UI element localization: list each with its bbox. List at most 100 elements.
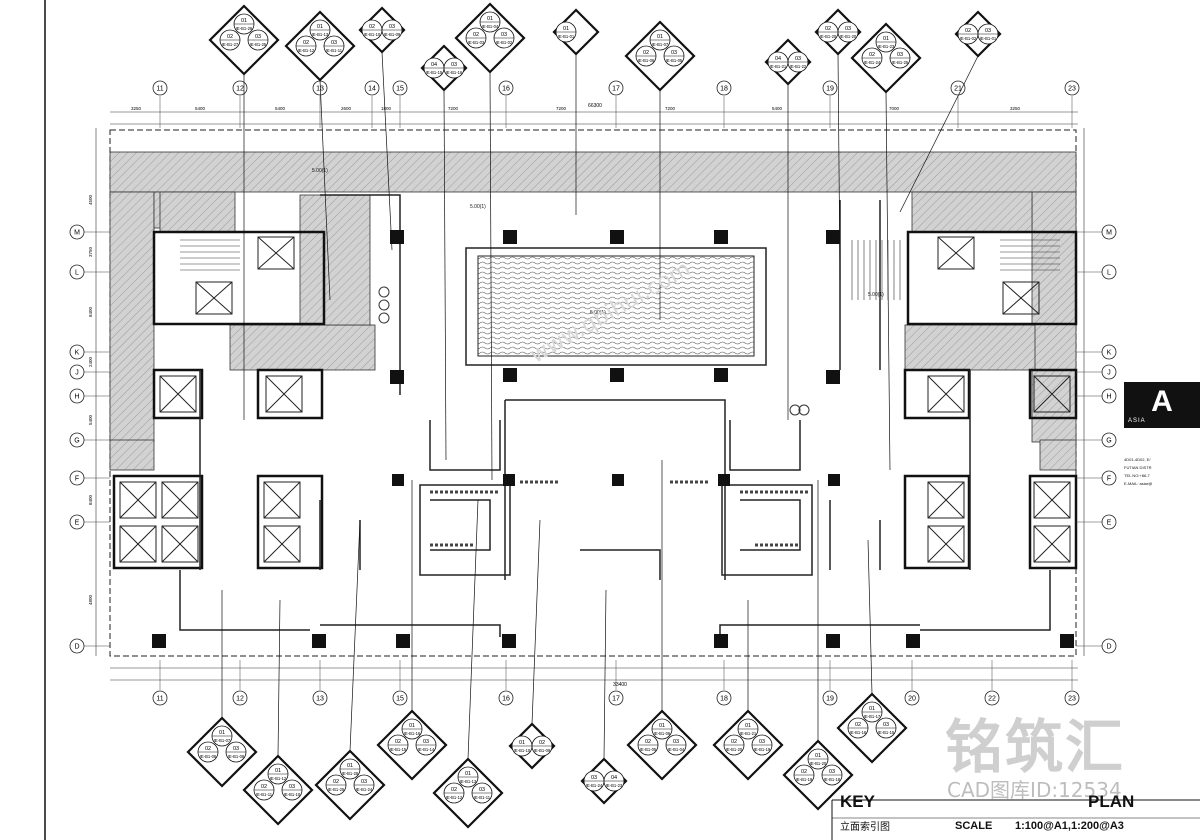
grid-bubble-left: G xyxy=(69,432,85,448)
grid-bubble-bottom: 18 xyxy=(716,690,732,706)
hatched-zones xyxy=(109,151,1077,471)
structural-columns xyxy=(152,230,1074,648)
grid-bubble-label: 19 xyxy=(826,86,834,93)
callout-number: 02 xyxy=(645,739,651,745)
grid-bubble-top: 23 xyxy=(1064,80,1080,96)
callout-leader xyxy=(885,91,891,471)
callout-sheet-ref: IE-B1-03 xyxy=(468,40,485,45)
callout-sheet-ref: IE-B1-06 xyxy=(654,731,671,736)
callout-layer: 01IE-B1-2602IE-B1-2703IE-B1-2501IE-B1-13… xyxy=(186,2,1002,829)
grid-bubble-circle xyxy=(498,690,514,706)
grid-bubble-circle xyxy=(904,690,920,706)
grid-bubble-top: 16 xyxy=(498,80,514,96)
grid-bubble-left: L xyxy=(69,264,85,280)
callout-number: 04 xyxy=(775,56,781,62)
callout-sheet-ref: IE-B1-02 xyxy=(960,36,977,41)
callout-sheet-ref: IE-B1-24 xyxy=(356,787,373,792)
callout-sheet-ref: IE-B1-26 xyxy=(342,771,359,776)
grid-bubble-top: 11 xyxy=(152,80,168,96)
callout-number: 01 xyxy=(241,18,247,24)
grid-bubble-circle xyxy=(1101,638,1117,654)
callout-number: 03 xyxy=(289,784,295,790)
callout-number: 02 xyxy=(395,739,401,745)
cores xyxy=(112,230,1078,570)
callout-sheet-ref: IE-B1-20 xyxy=(820,34,837,39)
callout-number: 01 xyxy=(275,768,281,774)
scale-value: 1:100@A1,1:200@A3 xyxy=(1015,820,1124,832)
callout-sheet-ref: IE-B1-11 xyxy=(326,48,343,53)
grid-bubble-label: M xyxy=(1106,230,1112,237)
grid-bubble-label: 13 xyxy=(316,696,324,703)
callout-number: 03 xyxy=(591,775,597,781)
callout-number: 02 xyxy=(333,779,339,785)
grid-bubble-circle xyxy=(69,388,85,404)
grid-bubble-label: 16 xyxy=(502,696,510,703)
grid-bubble-top: 14 xyxy=(364,80,380,96)
callout-diamond xyxy=(624,20,696,92)
grid-bubble-circle xyxy=(608,80,624,96)
grid-bubble-circle xyxy=(1101,432,1117,448)
dimension-text: 2600 xyxy=(341,106,352,111)
callout-sheet-ref: IE-B1-05 xyxy=(640,747,657,752)
callout-number: 01 xyxy=(869,706,875,712)
callout-sheet-ref: IE-B1-07 xyxy=(214,738,231,743)
callout-number: 02 xyxy=(825,26,831,32)
grid-bubble-bottom: 13 xyxy=(312,690,328,706)
callout-sheet-ref: IE-B1-06 xyxy=(200,754,217,759)
grid-bubble-label: G xyxy=(74,438,79,445)
grid-bubble-label: 15 xyxy=(396,696,404,703)
grid-bubble-label: E xyxy=(1107,520,1112,527)
grid-bubble-bottom: 11 xyxy=(152,690,168,706)
grid-bubble-right: F xyxy=(1101,470,1117,486)
callout-diamond xyxy=(626,709,698,781)
callout-number: 03 xyxy=(451,62,457,68)
callout-sheet-ref: IE-B1-12 xyxy=(446,795,463,800)
address-line: TEL NO:+86-7 xyxy=(1124,473,1150,478)
grid-bubble-circle xyxy=(1101,514,1117,530)
grid-bubble-circle xyxy=(1101,364,1117,380)
grid-bubble-top: 17 xyxy=(608,80,624,96)
address-line: E-MAIL: asiar@ xyxy=(1124,481,1153,486)
callout-sheet-ref: IE-B1-01 xyxy=(558,34,575,39)
grid-bubble-circle xyxy=(392,80,408,96)
callout-number: 04 xyxy=(431,62,437,68)
grid-bubble-label: L xyxy=(1107,270,1111,277)
callout-sheet-ref: IE-B1-25 xyxy=(892,60,909,65)
grid-bubble-label: 22 xyxy=(988,696,996,703)
callout-sheet-ref: IE-B1-20 xyxy=(840,34,857,39)
stairs xyxy=(180,239,1060,300)
grid-bubble-circle xyxy=(232,690,248,706)
logo-subtitle: ASIA xyxy=(1128,418,1146,424)
grid-bubble-circle xyxy=(498,80,514,96)
callout-sheet-ref: IE-B1-24 xyxy=(864,60,881,65)
grid-bubble-label: E xyxy=(75,520,80,527)
callout-sheet-ref: IE-B1-06 xyxy=(638,58,655,63)
grid-bubble-circle xyxy=(69,638,85,654)
callout-sheet-ref: IE-B1-16 xyxy=(446,70,463,75)
room-tag: 5.00(1) xyxy=(590,310,606,316)
grid-bubble-bottom: 20 xyxy=(904,690,920,706)
callout-number: 03 xyxy=(795,56,801,62)
grid-bubble-label: 21 xyxy=(954,86,962,93)
grid-bubble-bottom: 19 xyxy=(822,690,838,706)
callout-number: 01 xyxy=(465,771,471,777)
grid-bubble-circle xyxy=(950,80,966,96)
grid-bubble-right: H xyxy=(1101,388,1117,404)
address-line: 4D01-4D02, E/ xyxy=(1124,457,1151,462)
dimension-text: 5400 xyxy=(88,414,93,425)
callout-sheet-ref: IE-B1-15 xyxy=(390,747,407,752)
callout-number: 02 xyxy=(731,739,737,745)
grid-bubble-circle xyxy=(1064,690,1080,706)
dimension-text: 3750 xyxy=(88,246,93,257)
callout-number: 01 xyxy=(219,730,225,736)
callout-sheet-ref: IE-B1-07 xyxy=(652,42,669,47)
watermark-brand: 铭筑汇 xyxy=(945,713,1126,781)
